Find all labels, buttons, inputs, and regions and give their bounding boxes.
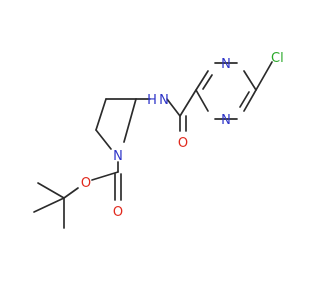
bond: [123, 98, 137, 143]
bond: [95, 98, 107, 131]
bond: [166, 98, 181, 117]
bond: [95, 129, 112, 150]
amide-hydrogen-label: H: [147, 93, 157, 108]
pyrrolidine-nitrogen-label: N: [113, 149, 123, 164]
pyrrolidine-ring: [95, 98, 137, 150]
pyrazine-ring: [195, 62, 257, 120]
bond: [195, 89, 209, 112]
bond: [202, 74, 213, 90]
amide-group: [135, 89, 197, 132]
ester-oxygen-label: O: [81, 176, 91, 191]
bond-c-cl: [255, 61, 273, 91]
bond: [195, 70, 209, 91]
bond: [243, 70, 257, 91]
pyrazine-n-bottom-label: N: [221, 113, 231, 128]
bond: [243, 89, 257, 112]
bond: [33, 197, 65, 213]
bond: [37, 182, 65, 199]
carbonyl-oxygen-label: O: [178, 136, 188, 151]
bond: [239, 91, 250, 108]
boc-group: [33, 161, 122, 229]
ester-carbonyl-oxygen-label: O: [113, 205, 123, 220]
bond: [63, 187, 79, 199]
amide-nitrogen-label: N: [159, 93, 169, 108]
bond: [91, 171, 119, 181]
pyrazine-n-top-label: N: [221, 57, 231, 72]
bond: [179, 89, 197, 117]
chlorine-atom-label: Cl: [271, 51, 284, 66]
molecule-structure: Cl N N N H O N O O: [33, 51, 284, 229]
